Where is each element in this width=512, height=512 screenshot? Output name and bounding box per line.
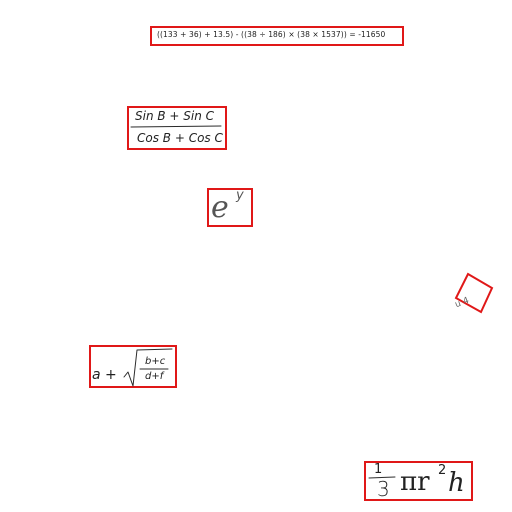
expression-6-body: πr (400, 467, 430, 497)
expression-6-exponent: 2 (438, 463, 447, 478)
expression-5-radicand-den: d+f (145, 371, 164, 382)
expression-6-tail: h (448, 468, 465, 498)
expression-6-fraction-den: 3 (377, 477, 390, 501)
expression-2-numerator: Sin B + Sin C (135, 109, 215, 123)
expression-box-2 (127, 106, 227, 150)
expression-6-fraction-num: 1 (374, 462, 383, 477)
expression-box-3 (207, 188, 253, 227)
expression-5-radicand-num: b+c (145, 356, 166, 367)
expression-box-6 (364, 461, 473, 501)
expression-box-1 (150, 26, 404, 46)
expression-3-exponent: y (236, 188, 244, 203)
expression-box-5 (89, 345, 177, 388)
expression-3-base: e (211, 190, 229, 225)
expression-5-lhs: a + (92, 367, 117, 383)
expression-2-denominator: Cos B + Cos C (137, 131, 223, 145)
expression-1-text: ((133 + 36) + 13.5) - ((38 ÷ 186) × (38 … (157, 30, 386, 39)
